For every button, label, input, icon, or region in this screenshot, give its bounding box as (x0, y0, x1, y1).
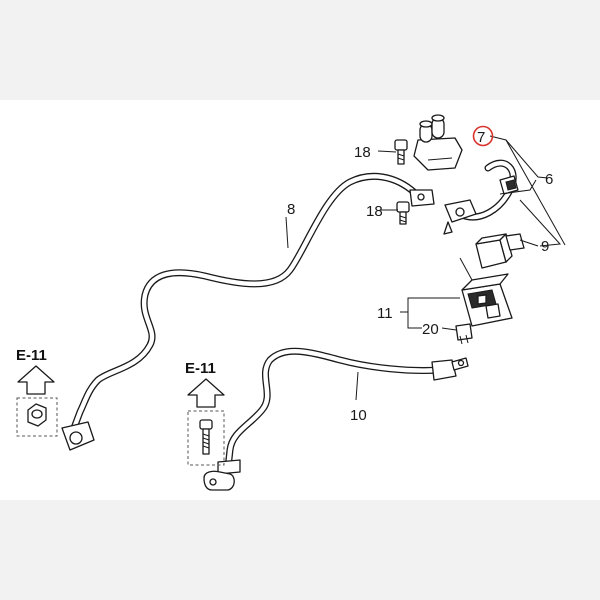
bolt-18-upper[interactable] (394, 139, 408, 165)
reference-label-middle: E-11 (185, 360, 216, 377)
part-6-hose[interactable] (458, 159, 519, 221)
up-arrow-icon (187, 378, 225, 408)
cable-8[interactable] (70, 172, 419, 432)
part-20-fuse[interactable] (455, 323, 473, 345)
reference-e11-left[interactable]: E-11 (16, 347, 58, 437)
callout-10: 10 (350, 407, 367, 424)
reference-box-middle (187, 410, 225, 466)
cable-8-terminal-top (409, 189, 435, 207)
bolt-18-lower[interactable] (396, 201, 410, 225)
cable-8-terminal-left (61, 421, 95, 451)
part-7-boot[interactable] (413, 114, 463, 171)
part-11-relay[interactable] (459, 257, 513, 327)
callout-6: 6 (545, 171, 553, 188)
part-9-connector[interactable] (475, 233, 525, 269)
callout-8: 8 (287, 201, 295, 218)
callout-18-upper: 18 (354, 144, 371, 161)
reference-label-left: E-11 (16, 347, 47, 364)
reference-e11-middle[interactable]: E-11 (185, 360, 225, 466)
callout-18-lower: 18 (366, 203, 383, 220)
starter-terminal-block (443, 199, 477, 235)
bolt-icon (199, 419, 213, 455)
cable-10-terminal-left (203, 459, 241, 491)
callout-11: 11 (377, 305, 393, 322)
up-arrow-icon (17, 365, 55, 395)
cable-10[interactable] (224, 347, 444, 472)
callout-9: 9 (541, 238, 549, 255)
highlight-circle-7 (472, 125, 494, 147)
callout-20: 20 (422, 321, 439, 338)
cable-10-terminal-right (431, 357, 469, 381)
callout-7: 7 (477, 129, 485, 146)
leader-lines (285, 135, 566, 401)
nut-icon (27, 403, 47, 427)
